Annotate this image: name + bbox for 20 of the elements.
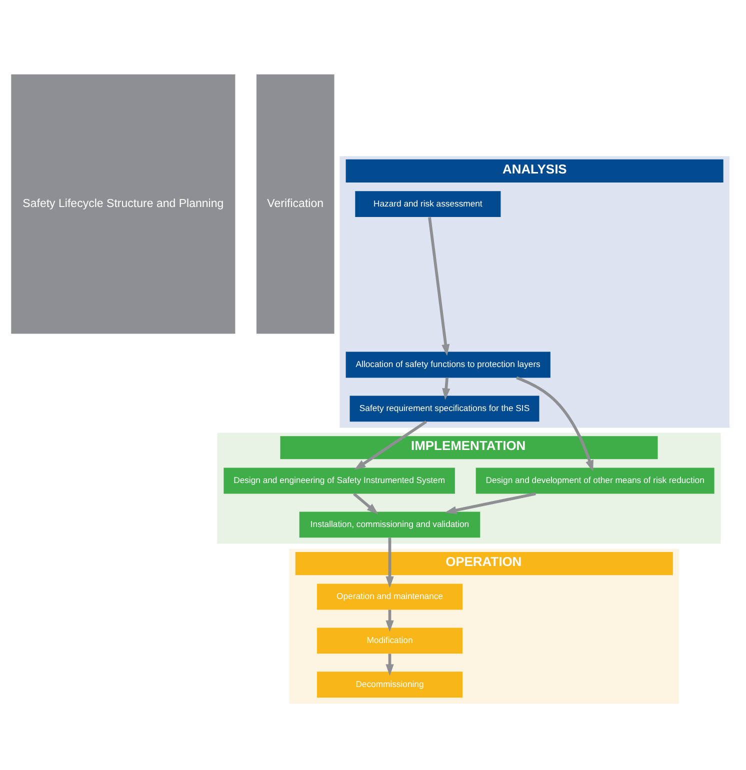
node-box: Installation, commissioning and validation <box>299 512 480 538</box>
arrow <box>442 378 450 400</box>
node-box: Allocation of safety functions to protection layers <box>346 352 550 378</box>
node-box: Design and development of other means of risk reduction <box>476 468 714 494</box>
arrow <box>386 538 394 588</box>
arrow <box>386 654 394 676</box>
node-box: Safety requirement specifications for the SIS <box>350 396 540 422</box>
node-box: Safety Lifecycle Structure and Planning <box>11 74 236 334</box>
node-box: Operation and maintenance <box>316 584 463 610</box>
node-box: Design and engineering of Safety Instrumented System <box>224 468 455 494</box>
arrow <box>516 376 594 472</box>
node-box: Modification <box>316 628 463 654</box>
arrow <box>354 420 427 470</box>
node-box: Hazard and risk assessment <box>355 191 501 218</box>
node-box: Decommissioning <box>316 672 463 698</box>
arrow <box>352 492 378 514</box>
node-box: Verification <box>256 74 334 334</box>
arrow <box>428 217 450 356</box>
arrow <box>444 492 536 514</box>
arrow <box>386 610 394 632</box>
